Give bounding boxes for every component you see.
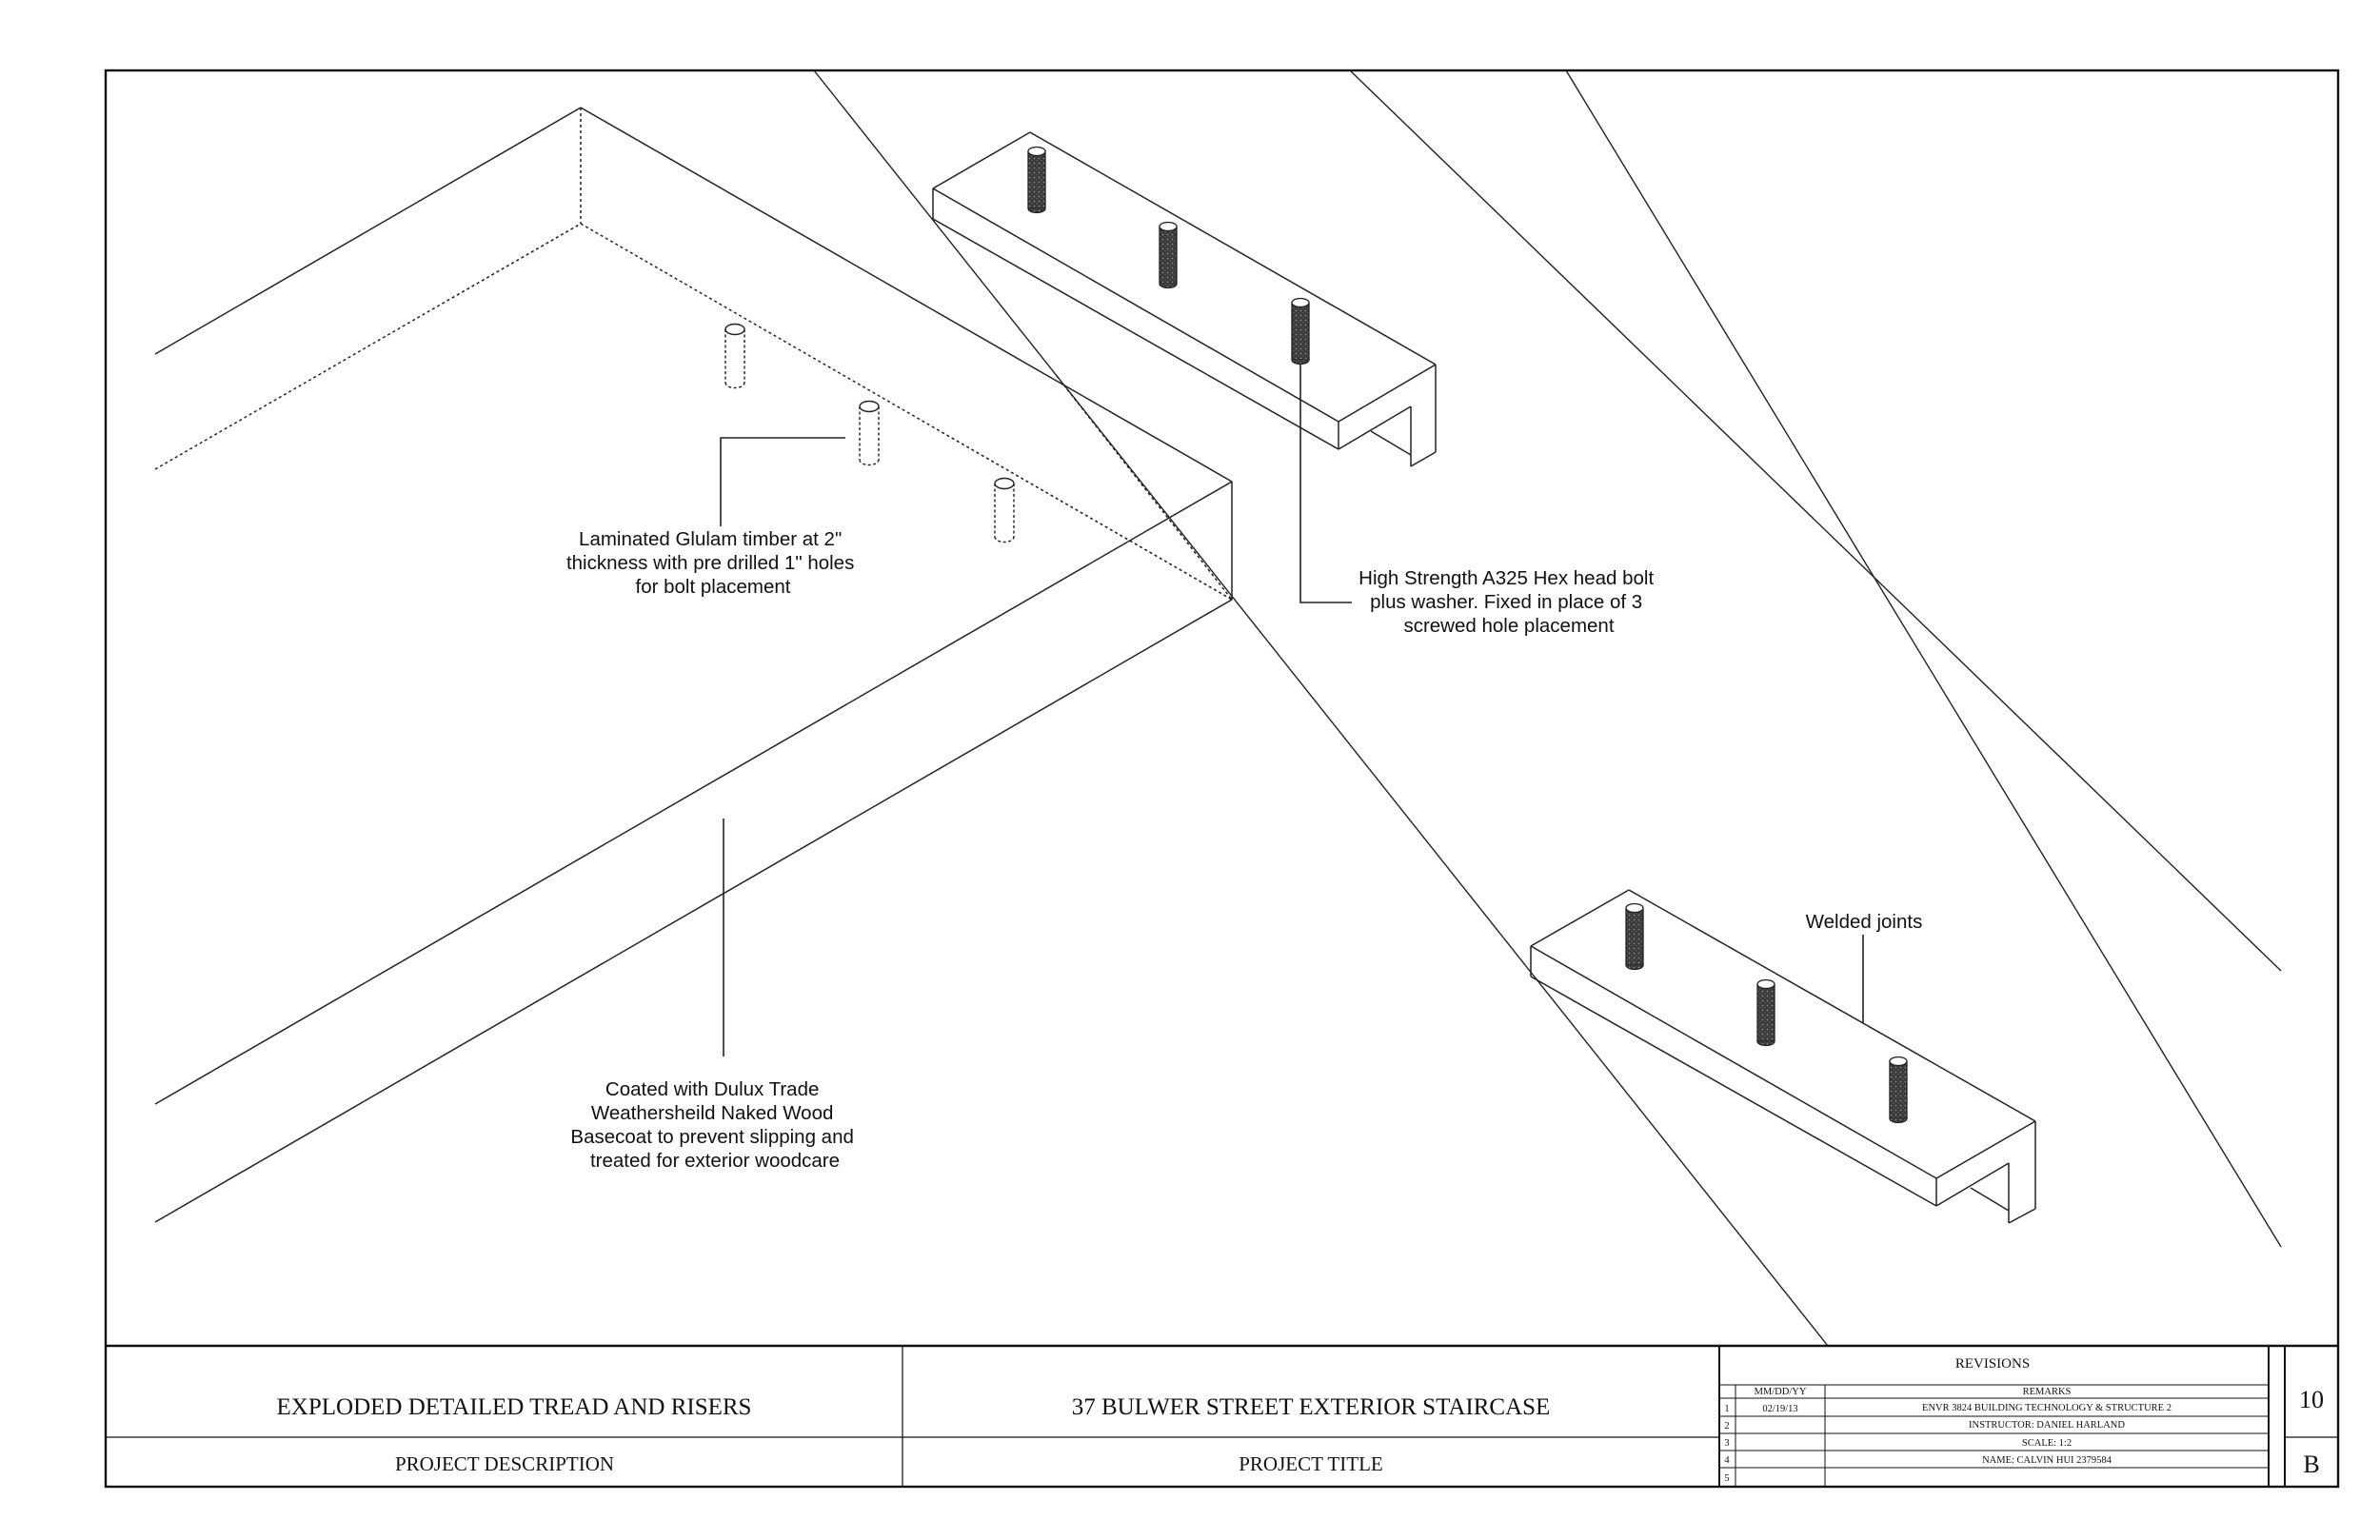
project-title-label: PROJECT TITLE bbox=[1239, 1452, 1382, 1475]
revisions-date-header: MM/DD/YY bbox=[1755, 1387, 1807, 1397]
sheet-letter: B bbox=[2303, 1451, 2319, 1478]
revisions-remarks-header: REMARKS bbox=[2023, 1387, 2072, 1397]
annotation-welded: Welded joints bbox=[1806, 911, 1923, 933]
bolt-icon bbox=[1625, 902, 1644, 971]
revision-num: 4 bbox=[1724, 1455, 1730, 1466]
bolt-icon bbox=[1291, 297, 1310, 365]
sheet-border bbox=[104, 69, 2340, 1489]
revision-remark: NAME: CALVIN HUI 2379584 bbox=[1982, 1455, 2112, 1466]
annotation-line: High Strength A325 Hex head bolt bbox=[1359, 567, 1654, 589]
revision-remark: SCALE: 1:2 bbox=[2022, 1438, 2072, 1449]
bolt-icon bbox=[1889, 1056, 1908, 1124]
construction-lines bbox=[813, 69, 2282, 1347]
leader-lines bbox=[720, 364, 1864, 1056]
drilled-holes bbox=[724, 323, 1015, 543]
annotation-coating: Coated with Dulux Trade Weathersheild Na… bbox=[570, 1078, 859, 1172]
leader-glulam bbox=[720, 437, 845, 526]
hex-bolts-upper bbox=[1027, 146, 1310, 365]
steel-bracket-lower bbox=[1530, 889, 2036, 1224]
bolt-icon bbox=[1756, 978, 1775, 1047]
annotation-line: Laminated Glulam timber at 2" bbox=[579, 528, 842, 550]
bolt-icon bbox=[1027, 146, 1046, 214]
project-description: EXPLODED DETAILED TREAD AND RISERS bbox=[277, 1394, 752, 1420]
project-title: 37 BULWER STREET EXTERIOR STAIRCASE bbox=[1072, 1394, 1551, 1420]
annotation-line: Weathersheild Naked Wood bbox=[591, 1102, 834, 1124]
title-block: EXPLODED DETAILED TREAD AND RISERS PROJE… bbox=[106, 1344, 2338, 1487]
bolt-icon bbox=[1159, 221, 1178, 289]
annotation-glulam: Laminated Glulam timber at 2" thickness … bbox=[566, 528, 860, 598]
annotation-line: treated for exterior woodcare bbox=[590, 1150, 840, 1172]
revisions-table bbox=[1719, 1346, 2338, 1487]
steel-bracket-upper bbox=[932, 131, 1437, 467]
drilled-hole bbox=[724, 323, 745, 389]
revision-num: 2 bbox=[1724, 1421, 1729, 1431]
revision-num: 5 bbox=[1724, 1473, 1729, 1484]
revision-remark: ENVR 3824 BUILDING TECHNOLOGY & STRUCTUR… bbox=[1922, 1403, 2172, 1413]
annotation-line: screwed hole placement bbox=[1403, 615, 1614, 637]
drilled-hole bbox=[994, 477, 1015, 543]
glulam-tread bbox=[154, 107, 1233, 1223]
revision-date: 02/19/13 bbox=[1762, 1404, 1797, 1414]
annotation-line: plus washer. Fixed in place of 3 bbox=[1370, 591, 1642, 613]
sheet-number: 10 bbox=[2299, 1386, 2324, 1413]
hex-bolts-lower bbox=[1625, 902, 1908, 1124]
annotation-line: Coated with Dulux Trade bbox=[605, 1078, 819, 1100]
revisions-heading: REVISIONS bbox=[1955, 1356, 2030, 1372]
revision-num: 3 bbox=[1724, 1438, 1729, 1449]
drilled-hole bbox=[859, 400, 880, 466]
revision-remark: INSTRUCTOR: DANIEL HARLAND bbox=[1969, 1420, 2125, 1431]
annotation-bolt: High Strength A325 Hex head bolt plus wa… bbox=[1359, 567, 1659, 637]
annotation-line: Basecoat to prevent slipping and bbox=[570, 1126, 853, 1148]
leader-bolt bbox=[1299, 364, 1352, 603]
annotation-line: thickness with pre drilled 1" holes bbox=[566, 552, 854, 574]
annotation-line: Welded joints bbox=[1806, 911, 1923, 933]
annotation-line: for bolt placement bbox=[636, 576, 791, 598]
project-description-label: PROJECT DESCRIPTION bbox=[395, 1452, 614, 1475]
revision-num: 1 bbox=[1724, 1404, 1729, 1414]
